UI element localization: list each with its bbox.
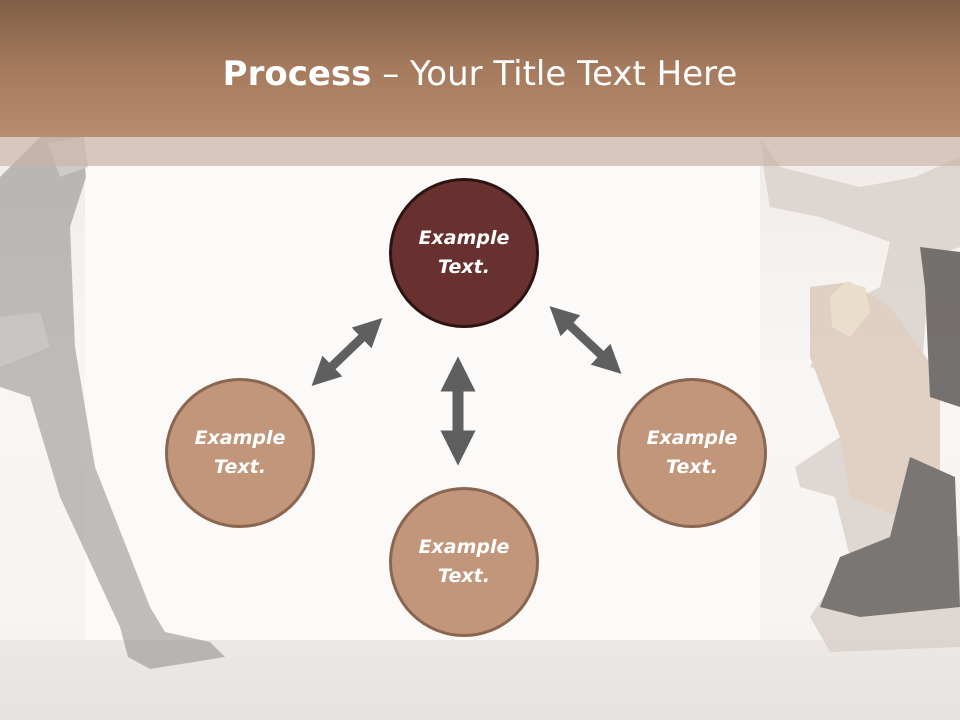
node-right-line2: Text. [666, 456, 718, 478]
node-left-line2: Text. [214, 456, 266, 478]
node-right[interactable]: Example Text. [617, 378, 767, 528]
slide-title[interactable]: Process – Your Title Text Here [0, 52, 960, 96]
node-left[interactable]: Example Text. [165, 378, 315, 528]
title-rest: Your Title Text Here [410, 54, 738, 94]
node-top-line2: Text. [438, 256, 490, 278]
node-bottom[interactable]: Example Text. [389, 487, 539, 637]
women-pushing-illustration [760, 137, 960, 652]
node-bottom-line2: Text. [438, 565, 490, 587]
arrow-top-right [549, 306, 622, 374]
node-left-line1: Example [194, 427, 286, 449]
arrow-top-left [311, 318, 383, 386]
node-bottom-line1: Example [418, 536, 510, 558]
title-bold-part: Process [222, 54, 372, 94]
title-underline-strip [0, 137, 960, 166]
title-dash: – [371, 54, 411, 94]
node-top[interactable]: Example Text. [389, 178, 539, 328]
node-right-line1: Example [646, 427, 738, 449]
title-band [0, 0, 960, 137]
node-top-line1: Example [418, 227, 510, 249]
